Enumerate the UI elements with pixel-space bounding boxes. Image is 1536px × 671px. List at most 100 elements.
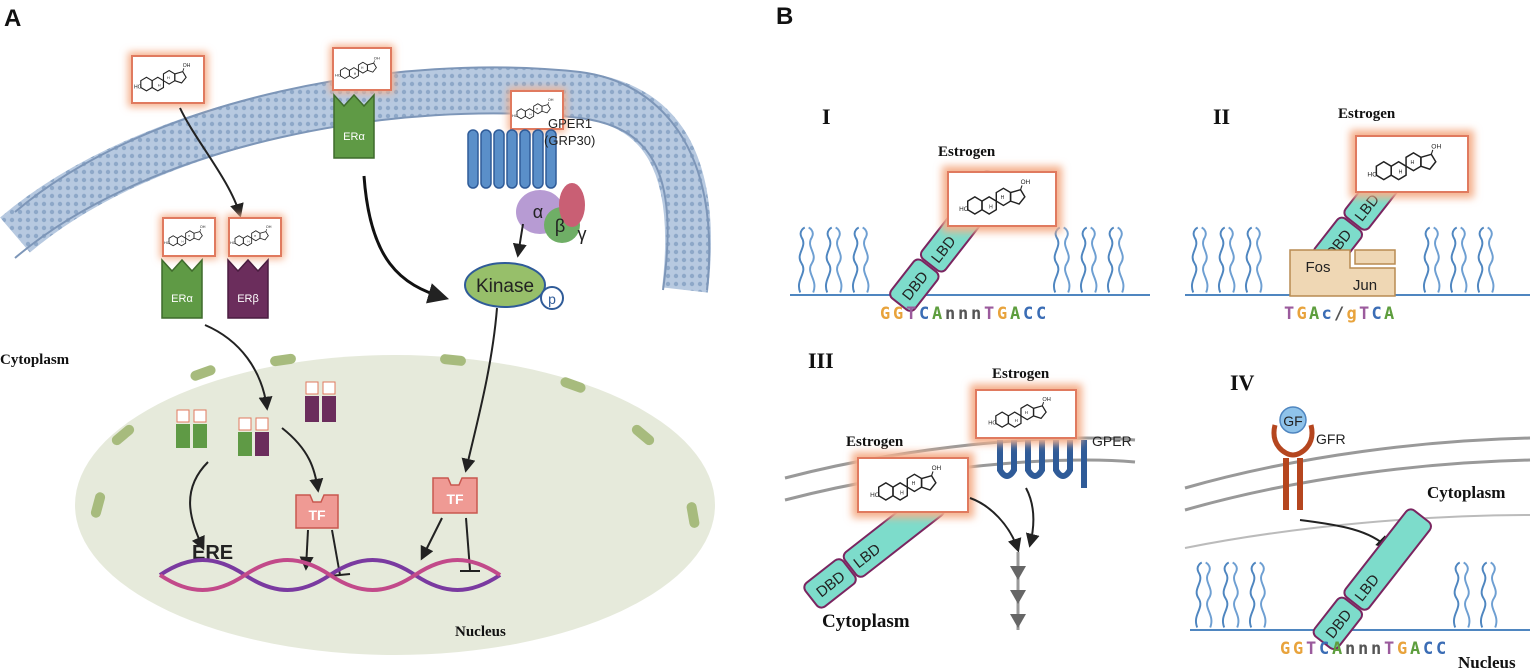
kinase-label: Kinase (476, 276, 534, 297)
panel-a: A ERα (0, 5, 715, 655)
sequence-base: T (1306, 639, 1316, 659)
sequence-base: T (1359, 304, 1369, 324)
er-alpha-label-1: ERα (343, 131, 365, 143)
sequence-base: C (1436, 639, 1446, 659)
sequence-base: G (997, 304, 1007, 324)
sequence-base: n (971, 304, 981, 324)
sequence-base: A (1309, 304, 1319, 324)
estrogen-label-II: Estrogen (1338, 106, 1396, 122)
g-protein: α β γ (516, 183, 587, 244)
sequence-base: n (1345, 639, 1355, 659)
sequence-base: A (1410, 639, 1420, 659)
er-alpha-cytoplasm: ERα (161, 258, 203, 319)
dna-helix-a (158, 558, 502, 592)
sequence-base: c (1322, 304, 1332, 324)
gper-label: GPER (1092, 433, 1132, 449)
sequence-base: C (1319, 639, 1329, 659)
er-beta-cytoplasm: ERβ (227, 258, 269, 319)
gf-label: GF (1283, 413, 1302, 429)
tf-box-1: TF (295, 494, 339, 529)
sequence-base: G (893, 304, 903, 324)
estrogen-label-III-a: Estrogen (992, 366, 1050, 382)
sequence-base: G (1397, 639, 1407, 659)
cytoplasm-label-III: Cytoplasm (822, 611, 910, 632)
g-beta-label: β (555, 216, 565, 236)
sequence-base: A (1010, 304, 1020, 324)
estrogen-molecule-a2 (330, 45, 394, 93)
sequence-base: A (1332, 639, 1342, 659)
subpanel-II: II Estrogen DBD LBD Fos Jun (1185, 104, 1530, 324)
signal-cascade-arrows (1010, 552, 1026, 630)
nucleus-label-a: Nucleus (455, 624, 506, 640)
sequence-base: / (1334, 304, 1344, 324)
subpanel-III: III Estrogen Estrogen GPER DBD LBD (784, 348, 1136, 632)
estrogen-molecule-III-b (852, 452, 974, 518)
sequence-base: T (1384, 639, 1394, 659)
sequence-base: A (932, 304, 942, 324)
sequence-base: G (1297, 304, 1307, 324)
sequence-base: T (906, 304, 916, 324)
sequence-base: C (1423, 639, 1433, 659)
g-alpha-label: α (533, 202, 543, 222)
er-alpha-label-2: ERα (171, 293, 193, 305)
er-dimer-beta (305, 381, 336, 422)
estrogen-label-III-b: Estrogen (846, 434, 904, 450)
sequence-base: n (945, 304, 955, 324)
numeral-III: III (808, 348, 834, 373)
tf-box-2: TF (432, 477, 478, 514)
numeral-I: I (822, 104, 831, 129)
fos-label: Fos (1305, 259, 1330, 276)
gf-receptor: GF (1271, 406, 1315, 510)
estrogen-molecule-I (942, 166, 1062, 232)
gper1-label: GPER1 (548, 116, 592, 131)
sequence-base: G (1280, 639, 1290, 659)
panel-b-letter: B (776, 3, 793, 30)
estrogen-molecule-II (1350, 130, 1474, 198)
nucleus-label-IV: Nucleus (1458, 653, 1516, 671)
estrogen-molecule-a3 (508, 88, 566, 132)
g-gamma-label: γ (578, 224, 587, 244)
er-alpha-membrane: ERα (333, 93, 375, 159)
gper1-receptor (467, 129, 557, 189)
panel-a-letter: A (4, 5, 21, 32)
sequence-base: n (1371, 639, 1381, 659)
tf-label-2: TF (446, 491, 464, 507)
estrogen-molecule-a4 (160, 215, 218, 259)
numeral-II: II (1213, 104, 1230, 129)
sequence-base: T (1284, 304, 1294, 324)
phospho-label: p (548, 291, 556, 307)
estrogen-molecule-III-a (970, 384, 1082, 444)
sequence-base: G (880, 304, 890, 324)
estrogen-label-I: Estrogen (938, 144, 996, 160)
jun-label: Jun (1353, 277, 1377, 294)
sequence-base: n (958, 304, 968, 324)
fos-jun-complex: Fos Jun (1289, 249, 1396, 297)
gfr-label: GFR (1316, 431, 1346, 447)
sequence-base: T (984, 304, 994, 324)
sequence-base: C (1372, 304, 1382, 324)
nuclear-pores (90, 353, 700, 528)
tf-label-1: TF (308, 507, 326, 523)
sequence-base: C (1023, 304, 1033, 324)
cytoplasm-label-IV: Cytoplasm (1427, 483, 1505, 502)
sequence-base: A (1384, 304, 1394, 324)
kinase: Kinase p (464, 262, 564, 310)
er-dimer-alpha (176, 409, 207, 448)
sequence-base: g (1347, 304, 1357, 324)
numeral-IV: IV (1230, 370, 1255, 395)
grp30-label: (GRP30) (544, 133, 595, 148)
cytoplasm-label-a: Cytoplasm (0, 352, 70, 368)
sequence-base: n (1358, 639, 1368, 659)
estrogen-molecule-a1 (128, 52, 208, 107)
estrogen-molecule-a5 (226, 215, 284, 259)
sequence-base: G (1293, 639, 1303, 659)
sequence-base: C (1036, 304, 1046, 324)
er-beta-label: ERβ (237, 293, 259, 305)
gper-receptor (997, 440, 1087, 488)
